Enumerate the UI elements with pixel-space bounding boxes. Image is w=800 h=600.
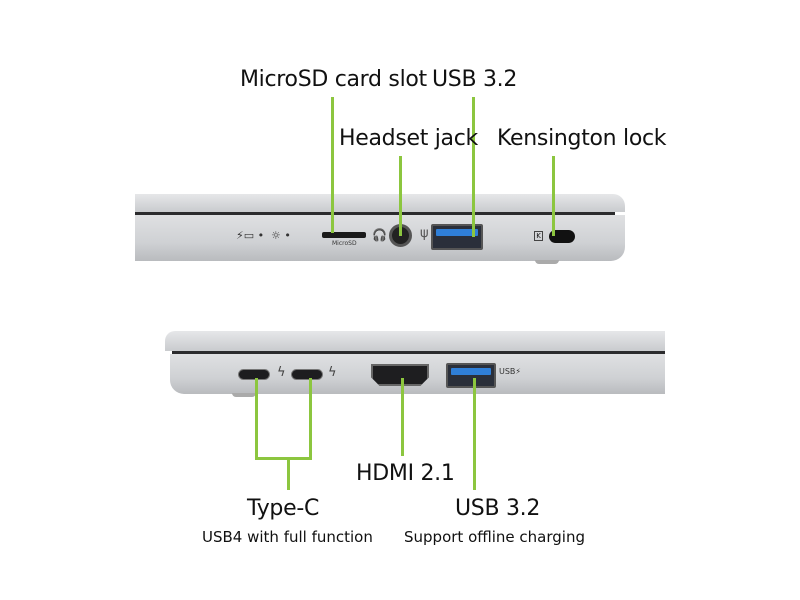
label-typec-sub: USB4 with full function [202,528,373,546]
kensington-slot [549,230,575,243]
foot [535,260,559,264]
lid-seam [172,351,665,354]
laptop-base [135,215,625,261]
callout-line-microsd [331,97,334,233]
callout-line-kensington [552,156,555,236]
label-usb-top: USB 3.2 [432,67,518,92]
type-c-port-2 [291,369,323,380]
kensington-icon: K [534,231,543,241]
lid-seam [135,212,615,215]
thunderbolt-icon: ϟ [277,365,286,380]
battery-indicator-icon: ⚡▭ • [236,229,265,242]
label-hdmi: HDMI 2.1 [356,461,455,486]
label-microsd: MicroSD card slot [240,67,427,92]
label-kensington: Kensington lock [497,126,667,151]
label-usb-sub: Support offline charging [404,528,585,546]
usb-symbol-icon: ψ [420,226,429,241]
callout-line-hdmi [401,378,404,456]
callout-line-headset [399,156,402,236]
label-usb-bottom: USB 3.2 [455,496,541,521]
callout-line-typec-1 [255,378,258,460]
callout-line-typec-join [255,457,312,460]
callout-line-typec-2 [309,378,312,460]
foot [232,393,256,397]
microsd-slot [322,232,366,238]
thunderbolt-icon: ϟ [328,365,337,380]
hdmi-port [371,364,429,386]
type-c-port-1 [238,369,270,380]
usb-a-port [431,224,483,250]
label-typec: Type-C [247,496,320,521]
usb-a-port [446,363,496,388]
callout-line-typec-stem [287,457,290,490]
laptop-lid [165,331,665,351]
callout-line-usb-top [472,97,475,237]
headset-icon: 🎧 [372,228,387,242]
laptop-lid [135,194,625,212]
microsd-port-text: MicroSD [332,240,357,247]
callout-line-usb-bottom [473,378,476,490]
power-indicator-icon: ☼ • [271,229,291,242]
usb-charging-icon: USB⚡ [499,367,522,376]
label-headset: Headset jack [339,126,478,151]
